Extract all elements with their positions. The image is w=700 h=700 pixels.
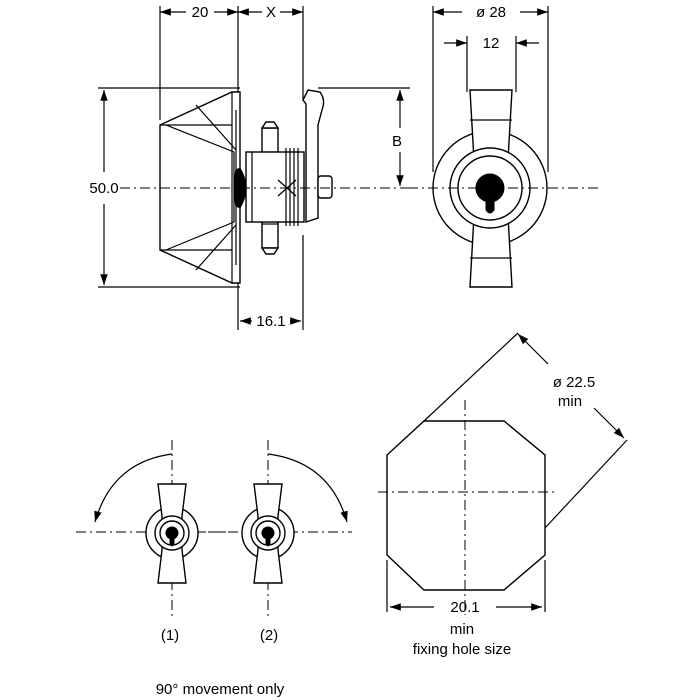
- dimension-x-label: X: [266, 4, 276, 21]
- dimension-20-1-min: min: [450, 621, 474, 638]
- dimension-50: 50.0: [89, 90, 119, 285]
- dimension-x: X: [238, 4, 303, 21]
- keyhole-icon: [165, 526, 179, 547]
- rotation-arrow-counterclockwise-icon: [94, 453, 173, 523]
- position-1-label: (1): [161, 627, 179, 644]
- fixing-hole-view: ø 22.5 min 20.1 min fixing hole size: [378, 332, 628, 658]
- movement-note: 90° movement only: [156, 681, 285, 698]
- end-stud: [317, 175, 333, 199]
- dimension-diameter-28: ø 28: [433, 4, 548, 21]
- dimension-12-label: 12: [483, 35, 500, 52]
- rotation-view-2: (2): [208, 440, 352, 644]
- dimension-20-label: 20: [192, 4, 209, 21]
- dimension-diameter-28-label: ø 28: [476, 4, 506, 21]
- fixing-hole-outline: [386, 420, 546, 591]
- dimension-diameter-22-5-min: min: [558, 393, 582, 410]
- side-view: 20 X 50.0 B 16.1: [89, 4, 420, 330]
- lock-body: [159, 91, 241, 284]
- dimension-20-1-label: 20.1: [450, 599, 479, 616]
- dimension-16-1: 16.1: [240, 313, 301, 330]
- dimension-16-1-label: 16.1: [256, 313, 285, 330]
- rotation-arrow-clockwise-icon: [267, 453, 348, 523]
- keyhole-icon: [475, 173, 505, 214]
- fixing-hole-caption: fixing hole size: [413, 641, 511, 658]
- keyhole-icon: [261, 526, 275, 547]
- dimension-diameter-22-5-label: ø 22.5: [553, 374, 596, 391]
- rotation-view-1: (1): [76, 440, 232, 644]
- position-2-label: (2): [260, 627, 278, 644]
- dimension-20: 20: [160, 4, 238, 21]
- dimension-b-label: B: [392, 133, 402, 150]
- cam-arm: [302, 89, 325, 223]
- threaded-shank: [245, 148, 305, 226]
- dimension-12: 12: [444, 35, 539, 52]
- dimension-20-1: 20.1 min fixing hole size: [390, 599, 542, 658]
- dimension-b: B: [392, 90, 404, 186]
- front-view: ø 28 12: [408, 4, 598, 288]
- dimension-50-label: 50.0: [89, 180, 118, 197]
- dimension-diameter-22-5: ø 22.5 min: [517, 333, 625, 439]
